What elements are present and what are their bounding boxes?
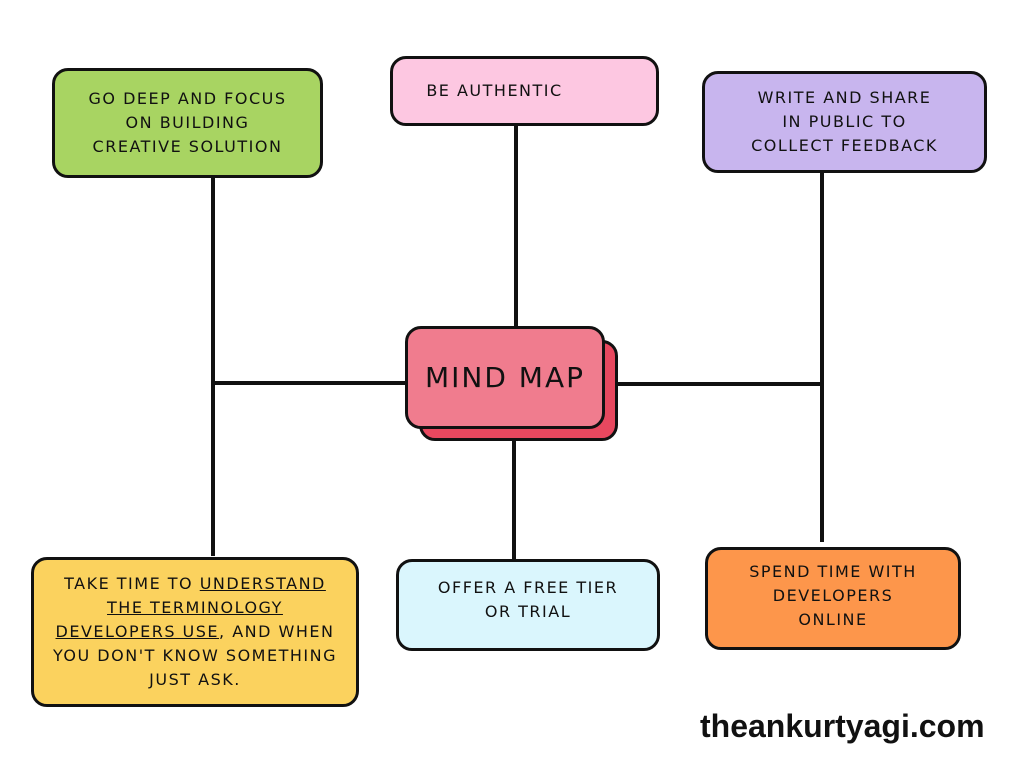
- node-text: OFFER A FREE TIER OR TRIAL: [437, 578, 619, 621]
- node-terminology: TAKE TIME TO UNDERSTAND THE TERMINOLOGY …: [31, 557, 359, 707]
- text-part: , AND WHEN YOU DON'T KNOW SOMETHING JUST…: [53, 622, 337, 689]
- connector-line: [615, 382, 822, 386]
- node-developers-online: SPEND TIME WITH DEVELOPERS ONLINE: [705, 547, 961, 650]
- center-node: MIND MAP: [405, 326, 605, 429]
- node-be-authentic: BE AUTHENTIC: [390, 56, 659, 126]
- node-text: GO DEEP AND FOCUS ON BUILDING CREATIVE S…: [88, 89, 287, 156]
- text-part: TAKE TIME TO: [64, 574, 200, 593]
- website-footer: theankurtyagi.com: [700, 708, 985, 744]
- node-free-tier: OFFER A FREE TIER OR TRIAL: [396, 559, 660, 651]
- node-write-share: WRITE AND SHARE IN PUBLIC TO COLLECT FEE…: [702, 71, 987, 173]
- node-go-deep: GO DEEP AND FOCUS ON BUILDING CREATIVE S…: [52, 68, 323, 178]
- underlined-text: UNDERSTAND THE TERMINOLOGY DEVELOPERS US…: [55, 574, 326, 641]
- connector-line: [211, 176, 215, 556]
- node-text: SPEND TIME WITH DEVELOPERS ONLINE: [749, 562, 917, 629]
- connector-line: [213, 381, 408, 385]
- node-text: TAKE TIME TO UNDERSTAND THE TERMINOLOGY …: [53, 572, 337, 692]
- connector-line: [514, 124, 518, 328]
- connector-line: [820, 171, 824, 542]
- connector-line: [512, 438, 516, 560]
- node-text: BE AUTHENTIC: [426, 81, 563, 100]
- node-text: WRITE AND SHARE IN PUBLIC TO COLLECT FEE…: [751, 88, 938, 155]
- center-label: MIND MAP: [424, 360, 586, 394]
